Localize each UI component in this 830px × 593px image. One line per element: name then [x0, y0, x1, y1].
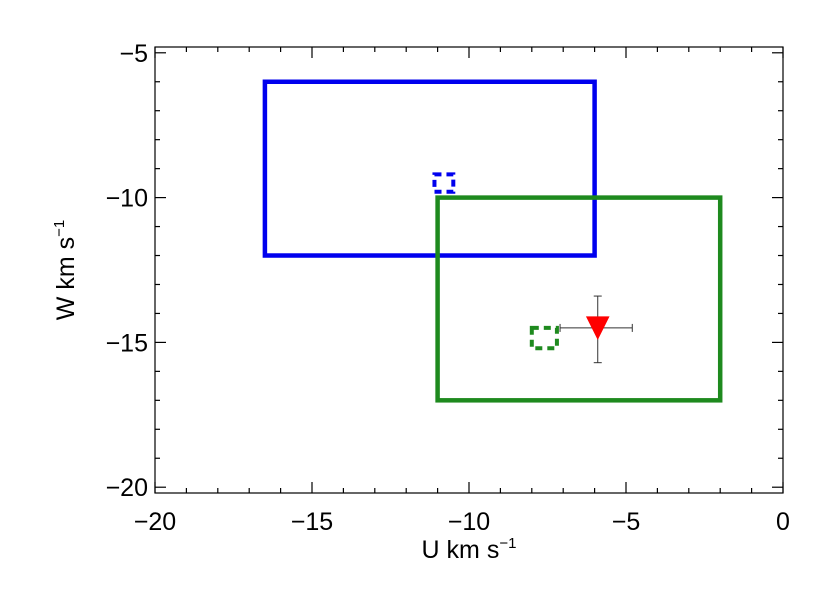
y-tick-label: −10: [106, 185, 148, 213]
x-tick-label: −5: [612, 508, 641, 536]
x-tick-label: 0: [776, 508, 790, 536]
y-tick-label: −20: [106, 474, 148, 502]
y-tick-labels: −20 −15 −10 −5: [106, 40, 148, 502]
y-tick-label: −15: [106, 329, 148, 357]
x-tick-label: −15: [291, 508, 333, 536]
data-points: [559, 295, 633, 364]
x-tick-label: −20: [134, 508, 176, 536]
regions: [262, 79, 723, 403]
dashed-region: [432, 172, 456, 194]
triangle-down-marker: [585, 316, 610, 341]
x-axis-label-superscript: −1: [499, 535, 516, 552]
x-axis-label: U km s−1: [422, 535, 517, 564]
y-axis-label-superscript: −1: [51, 220, 68, 237]
axis-ticks: [154, 47, 784, 493]
y-axis-label-text: W km s: [52, 237, 80, 320]
x-tick-label: −10: [448, 508, 490, 536]
region-box: [435, 195, 723, 403]
region-box: [262, 79, 597, 258]
y-axis-label: W km s−1: [51, 220, 80, 320]
x-axis-label-text: U km s: [422, 536, 500, 564]
plot-frame: [154, 46, 784, 494]
x-tick-labels: −20 −15 −10 −5 0: [134, 508, 790, 536]
y-tick-label: −5: [119, 40, 148, 68]
dashed-region: [529, 325, 559, 351]
